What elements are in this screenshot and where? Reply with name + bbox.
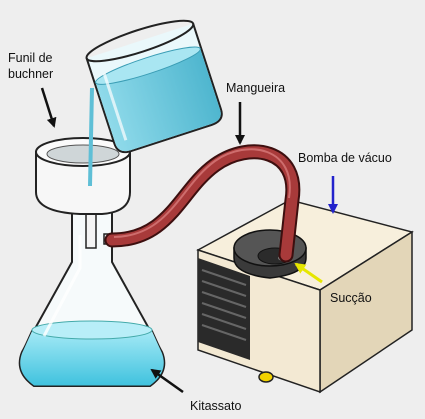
arrow-succao: [294, 262, 323, 284]
pouring-beaker: [85, 19, 223, 154]
pouring-stream: [88, 87, 94, 187]
pump-grille: [198, 258, 250, 360]
label-succao: Sucção: [294, 262, 372, 305]
label-mangueira: Mangueira: [226, 81, 285, 145]
flask-liquid: [19, 329, 165, 387]
label-funil-line2: buchner: [8, 67, 53, 81]
label-bomba: Bomba de vácuo: [298, 151, 392, 214]
label-succao-text: Sucção: [330, 291, 372, 305]
label-mangueira-text: Mangueira: [226, 81, 285, 95]
arrow-kitassato: [150, 368, 184, 394]
label-kitassato: Kitassato: [150, 368, 241, 413]
pump-indicator-light: [258, 371, 274, 383]
vacuum-pump: [196, 199, 414, 394]
arrow-funil: [40, 87, 57, 128]
label-funil-line1: Funil de: [8, 51, 53, 65]
label-kitassato-text: Kitassato: [190, 399, 241, 413]
kitassato-flask: [18, 199, 166, 387]
label-funil: Funil de buchner: [8, 51, 57, 128]
hose: [104, 144, 301, 263]
label-bomba-text: Bomba de vácuo: [298, 151, 392, 165]
buchner-funnel: [35, 87, 131, 249]
